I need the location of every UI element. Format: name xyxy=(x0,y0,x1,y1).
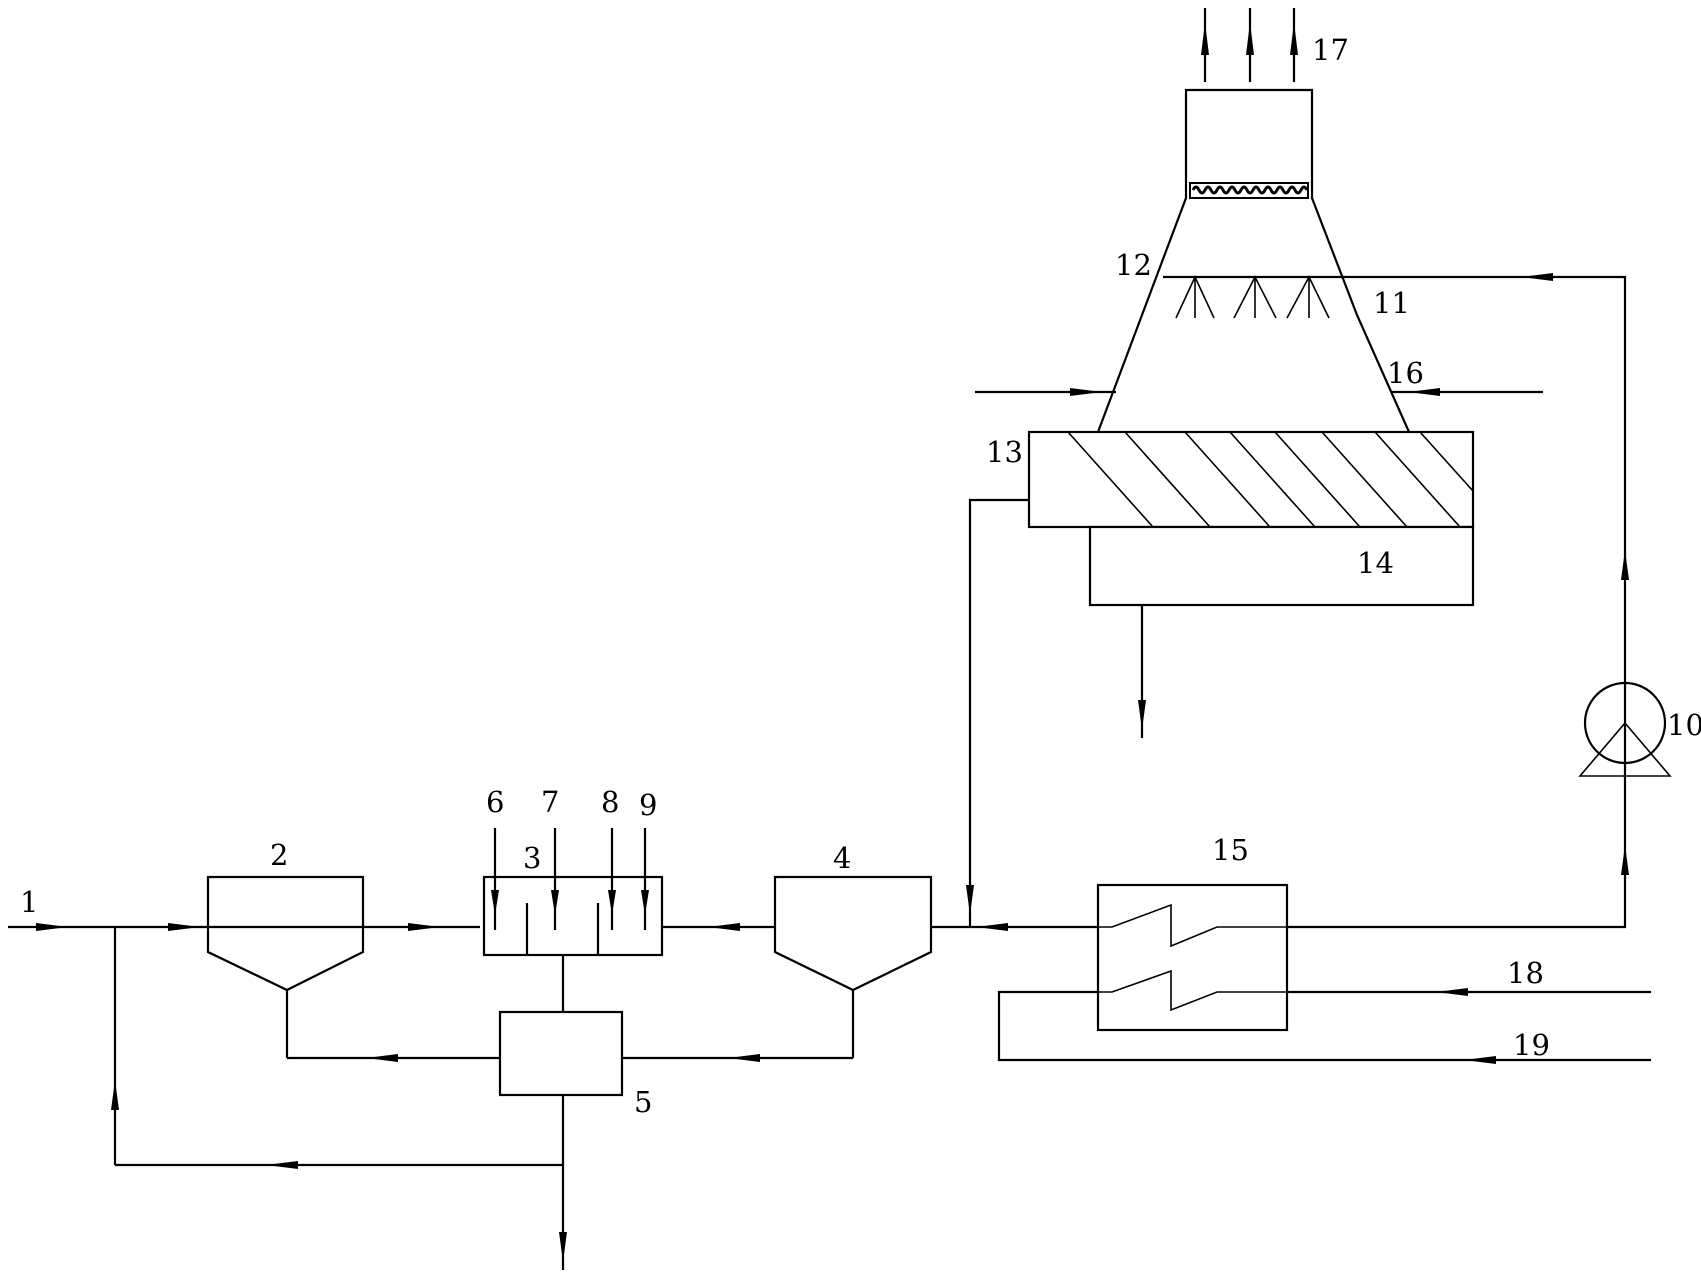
label-9: 9 xyxy=(639,788,657,822)
sludge-lines xyxy=(287,1054,853,1062)
settling-tank-2 xyxy=(206,875,365,1058)
air-inlet-16 xyxy=(975,388,1543,396)
label-17: 17 xyxy=(1312,33,1349,67)
label-13: 13 xyxy=(986,435,1023,469)
return-line-13 xyxy=(966,498,1029,927)
label-15: 15 xyxy=(1212,833,1249,867)
label-19: 19 xyxy=(1513,1028,1550,1062)
labels: 1 2 3 4 5 6 7 8 9 10 11 12 13 14 15 16 1… xyxy=(20,33,1701,1119)
label-6: 6 xyxy=(486,785,504,819)
recycle-line xyxy=(111,927,563,1169)
label-8: 8 xyxy=(601,785,619,819)
tower-11 xyxy=(1096,88,1523,433)
exhaust-17 xyxy=(1201,8,1298,82)
label-10: 10 xyxy=(1667,708,1701,742)
label-16: 16 xyxy=(1387,356,1424,390)
spray-nozzles xyxy=(1175,275,1330,319)
label-18: 18 xyxy=(1507,956,1544,990)
label-12: 12 xyxy=(1115,248,1152,282)
label-5: 5 xyxy=(634,1085,652,1119)
pipe-4-to-15 xyxy=(931,923,1098,931)
heat-exchanger-15 xyxy=(1096,883,1289,1032)
label-11: 11 xyxy=(1373,286,1410,320)
reaction-tank-3 xyxy=(482,828,664,1012)
stream-18-19 xyxy=(997,988,1651,1064)
label-2: 2 xyxy=(270,838,288,872)
basin-14 xyxy=(1088,525,1475,738)
pipe-3-to-4 xyxy=(662,923,775,931)
packing-layer-13 xyxy=(1027,430,1475,529)
label-1: 1 xyxy=(20,885,38,919)
label-4: 4 xyxy=(833,841,851,875)
label-14: 14 xyxy=(1357,546,1394,580)
pump-10-line xyxy=(1287,273,1629,929)
label-3: 3 xyxy=(523,841,541,875)
sludge-treatment-unit-5 xyxy=(498,1010,624,1270)
pump-10 xyxy=(1578,681,1672,777)
inlet-pipe xyxy=(8,923,480,931)
settling-tank-4 xyxy=(773,875,933,1058)
label-7: 7 xyxy=(541,785,559,819)
